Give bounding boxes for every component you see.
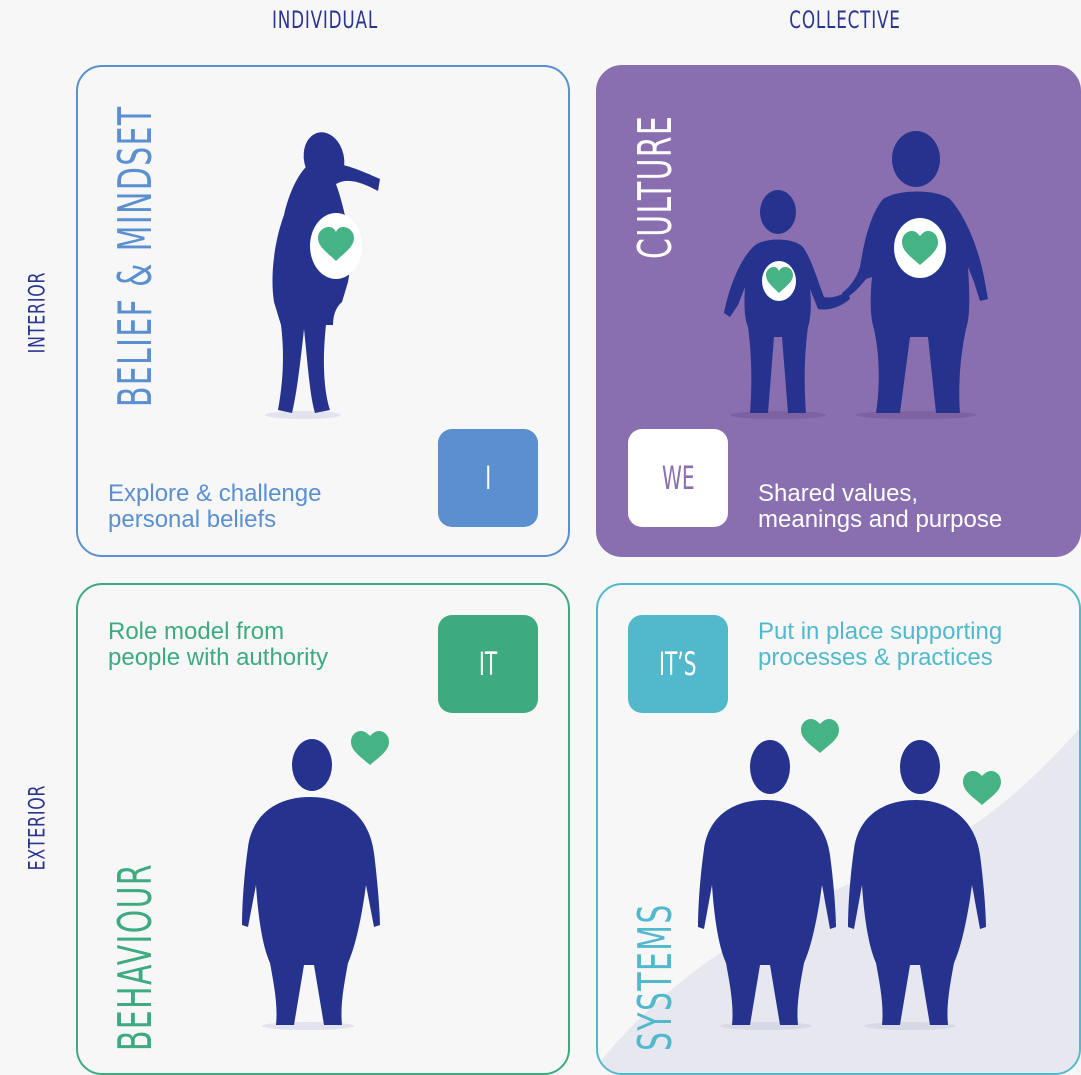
quadrant-description: Role model from people with authority (108, 618, 329, 671)
quadrant-systems: IT’S Put in place supporting processes &… (596, 583, 1081, 1075)
person-icon (724, 131, 988, 419)
heart-icon (318, 227, 354, 261)
badge-it: IT (438, 615, 538, 713)
badge-i: I (438, 429, 538, 527)
person-icon (242, 731, 389, 1030)
person-icon (265, 132, 380, 419)
quadrant-description: Shared values, meanings and purpose (758, 480, 1003, 533)
badge-its: IT’S (628, 615, 728, 713)
person-icon (698, 719, 1001, 1030)
quadrant-belief-mindset: BELIEF & MINDSET I Explore & challenge p… (76, 65, 570, 557)
heart-icon (351, 731, 389, 765)
heart-icon (963, 771, 1001, 805)
row-heading-interior: INTERIOR (25, 271, 51, 354)
quadrant-culture: CULTURE WE Shared values, meanings and p… (596, 65, 1081, 557)
quadrant-behaviour: Role model from people with authority IT… (76, 583, 570, 1075)
background-wave (598, 729, 1079, 1073)
column-heading-individual: INDIVIDUAL (272, 6, 378, 34)
heart-icon (766, 267, 793, 293)
quadrant-description: Put in place supporting processes & prac… (758, 618, 1003, 671)
heart-icon (902, 231, 938, 265)
heart-icon (801, 719, 839, 753)
quadrant-description: Explore & challenge personal beliefs (108, 480, 322, 533)
badge-we: WE (628, 429, 728, 527)
row-heading-exterior: EXTERIOR (25, 784, 51, 871)
column-heading-collective: COLLECTIVE (789, 6, 901, 34)
